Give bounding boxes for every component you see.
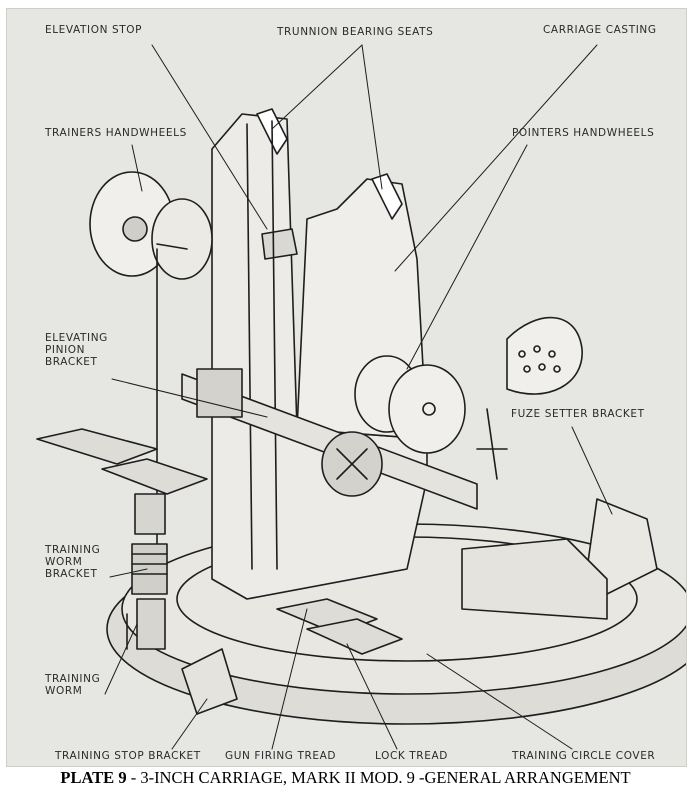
diagram-plate: ELEVATION STOP TRUNNION BEARING SEATS CA… (6, 8, 687, 767)
label-elevation-stop: ELEVATION STOP (45, 24, 143, 36)
label-training-worm-line1: TRAINING (45, 673, 101, 685)
label-lock-tread: LOCK TREAD (375, 750, 448, 762)
plate-caption: PLATE 9 - 3-INCH CARRIAGE, MARK II MOD. … (0, 768, 691, 788)
label-training-worm-bracket: TRAINING WORM BRACKET (45, 544, 100, 580)
label-training-worm-bracket-line3: BRACKET (45, 568, 98, 580)
pointers-handwheel-shape (354, 355, 466, 454)
label-training-worm-line2: WORM (45, 685, 83, 697)
leader-lines (104, 44, 613, 750)
label-training-circle-cover: TRAINING CIRCLE COVER (512, 750, 656, 762)
label-training-worm-bracket-line2: WORM (45, 556, 83, 568)
carriage-drawing (36, 44, 686, 750)
foot-treads (36, 428, 403, 655)
label-trunnion-bearing-seats: TRUNNION BEARING SEATS (277, 26, 434, 38)
label-pointers-handwheels: POINTERS HANDWHEELS (512, 127, 655, 139)
training-worm-shape (131, 493, 168, 650)
carriage-casting-shape (211, 108, 428, 600)
label-training-worm-bracket-line1: TRAINING (45, 544, 101, 556)
label-training-worm: TRAINING WORM (45, 673, 100, 697)
training-stop-bracket-shape (181, 648, 238, 715)
label-elevating-line1: ELEVATING (45, 332, 108, 344)
label-trainers-handwheels: TRAINERS HANDWHEELS (45, 127, 187, 139)
plate-number: PLATE 9 (60, 768, 127, 787)
label-gun-firing-tread: GUN FIRING TREAD (225, 750, 337, 762)
label-fuze-setter-bracket: FUZE SETTER BRACKET (511, 408, 645, 420)
trainers-handwheel-shape (89, 171, 213, 570)
label-training-stop-bracket: TRAINING STOP BRACKET (55, 750, 201, 762)
label-elevating-line3: BRACKET (45, 356, 98, 368)
label-elevating-line2: PINION (45, 344, 86, 356)
fuze-setter-bracket-shape (461, 498, 658, 620)
label-elevating-pinion-bracket: ELEVATING PINION BRACKET (45, 332, 108, 368)
fuze-setter-seat (476, 316, 583, 480)
label-carriage-casting: CARRIAGE CASTING (543, 24, 657, 36)
plate-title: - 3-INCH CARRIAGE, MARK II MOD. 9 -GENER… (126, 768, 631, 787)
